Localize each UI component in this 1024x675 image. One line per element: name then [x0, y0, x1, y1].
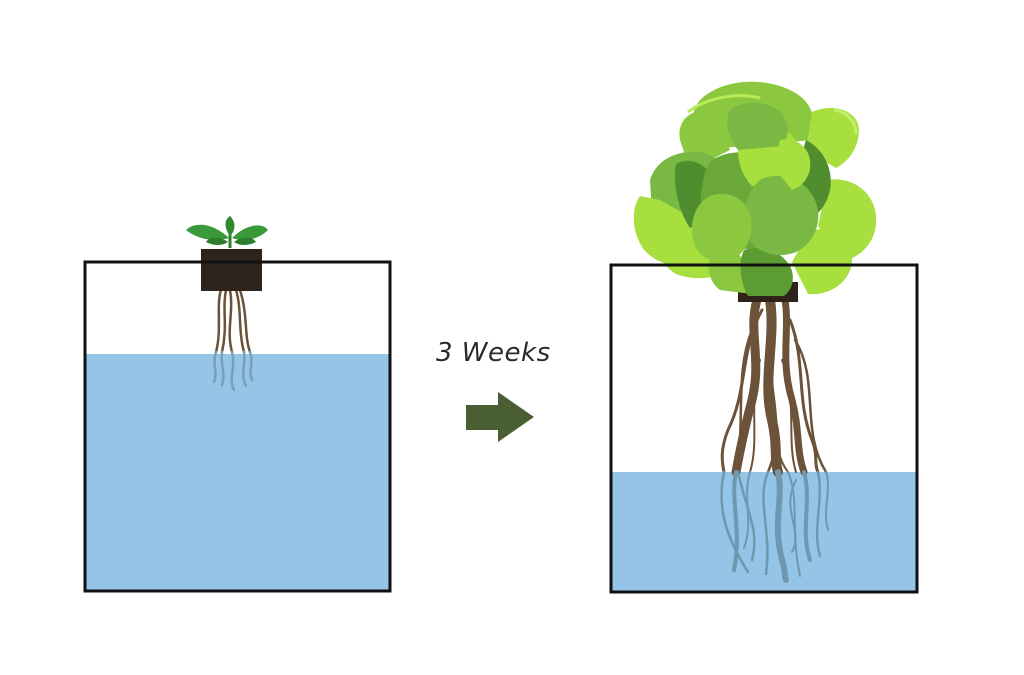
seedling-tank-outline — [83, 260, 392, 593]
right-arrow-icon — [466, 392, 534, 442]
seedling-pot — [201, 249, 262, 291]
seedling-roots — [214, 288, 252, 354]
seedling-leaves — [186, 216, 268, 248]
seedling-roots-underwater — [212, 350, 254, 392]
lettuce-roots — [720, 295, 828, 477]
duration-caption: 3 Weeks — [436, 338, 551, 368]
lettuce-tank — [609, 81, 919, 594]
seedling-tank-water — [85, 354, 390, 591]
lettuce-roots-underwater — [720, 469, 829, 583]
lettuce-tank-outline — [609, 263, 919, 594]
lettuce-head — [633, 81, 877, 296]
seedling-tank — [83, 216, 392, 593]
